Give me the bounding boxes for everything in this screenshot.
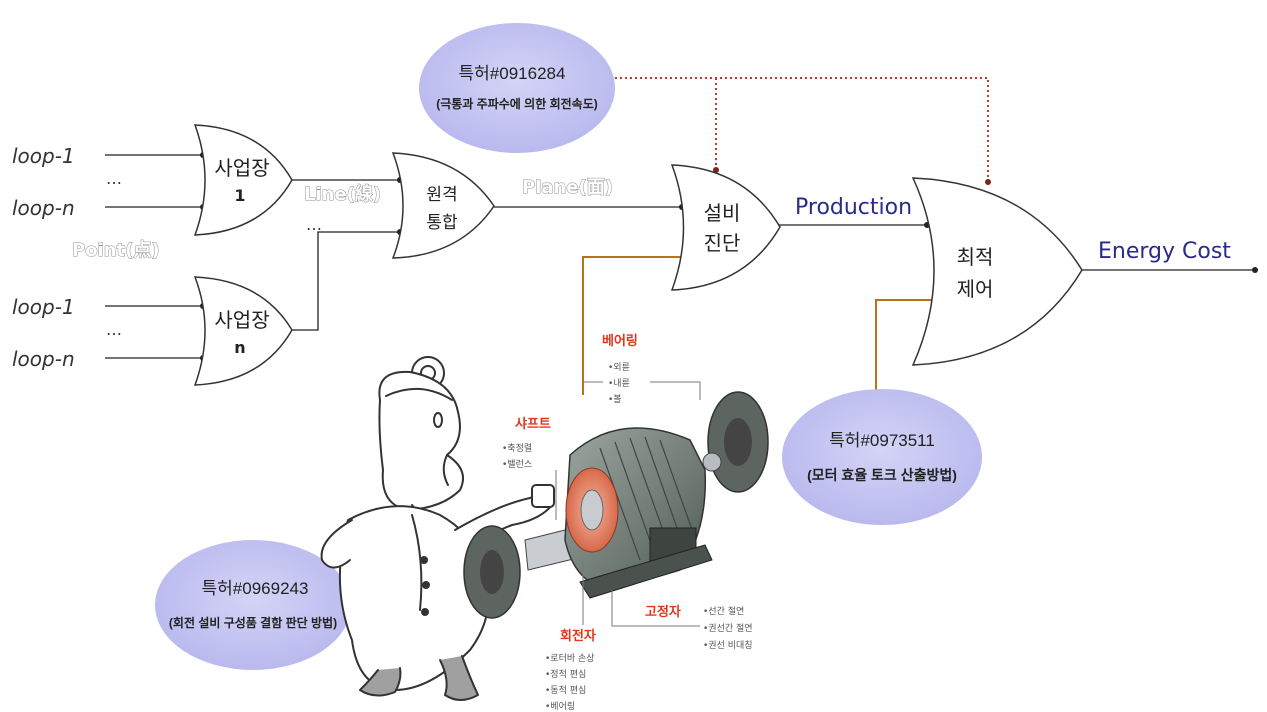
part-stator-item-3: •권선 비대칭 [703,639,753,651]
gate-diagnosis-line1: 설비 [704,201,741,225]
part-shaft-title: 샤프트 [515,416,551,432]
part-stator-title: 고정자 [645,604,681,620]
gate-diagnosis [670,164,781,291]
patent-link-dots [713,167,991,185]
patent-0916284-title: (극통과 주파수에 의한 회전속도) [436,96,598,111]
input-wires [105,154,1255,359]
point-label: Point(点) [72,239,160,261]
patent-0969243-title: (회전 설비 구성품 결함 판단 방법) [169,615,337,630]
part-shaft-item-2: •밸런스 [502,459,532,470]
production-label: Production [795,195,912,220]
part-bearing-item-2: •내륜 [608,378,630,389]
loop-1-label-b: loop-1 [12,295,75,319]
patent-ellipse-0916284: 특허#0916284 (극통과 주파수에 의한 회전속도) [419,23,615,153]
part-bearing-item-1: •외륜 [608,361,630,373]
part-bearing-title: 베어링 [602,333,638,349]
loop-n-label-b: loop-n [12,347,75,371]
part-shaft-item-1: •축정렬 [502,443,532,454]
part-rotor-item-4: •베어링 [545,700,575,712]
energy-cost-label: Energy Cost [1098,239,1231,264]
part-rotor-title: 회전자 [560,628,596,644]
gate-site-n [193,276,293,386]
motor-illustration [463,381,769,627]
gate-siten-line1: 사업장 [214,308,269,332]
part-stator-item-2: •권선간 절연 [703,622,753,634]
gate-siten-line2: n [234,338,245,357]
patent-0916284-number: 특허#0916284 [459,64,566,83]
part-bearing-item-3: •볼 [608,394,622,405]
gate-optimal-line2: 제어 [957,277,994,301]
gate-optimal [911,177,1083,366]
part-rotor-item-3: •동적 편심 [545,684,586,696]
line-ellipsis: … [306,215,322,234]
feedback-lines [582,256,933,395]
patent-link-dotted [610,77,989,182]
loop-n-label-a: loop-n [12,196,75,220]
gate-site1-line1: 사업장 [214,156,269,180]
patent-0973511-number: 특허#0973511 [829,431,935,450]
line-label: Line(線) [304,183,381,205]
patent-ellipse-0969243: 특허#0969243 (회전 설비 구성품 결함 판단 방법) [155,540,351,670]
part-rotor-item-2: •정적 편심 [545,668,586,680]
gate-site-1 [193,124,293,236]
loop-1-label-a: loop-1 [12,144,75,168]
gate-remote [391,152,495,259]
patent-0969243-number: 특허#0969243 [202,579,309,598]
gate-optimal-line1: 최적 [957,245,994,269]
part-rotor-item-1: •로터바 손상 [545,653,595,664]
patent-ellipse-0973511: 특허#0973511 (모터 효율 토크 산출방법) [782,389,982,525]
gate-site1-line2: 1 [234,186,245,205]
gate-remote-line1: 원격 [426,185,457,205]
plane-label: Plane(面) [522,177,613,198]
gate-remote-line2: 통합 [426,213,458,233]
doctor-illustration [320,356,555,701]
loop-ellipsis-a: … [106,169,122,188]
patent-0973511-title: (모터 효율 토크 산출방법) [807,467,957,483]
part-stator-item-1: •선간 절연 [703,605,744,617]
gate-diagnosis-line2: 진단 [704,231,741,255]
loop-ellipsis-b: … [106,320,122,339]
